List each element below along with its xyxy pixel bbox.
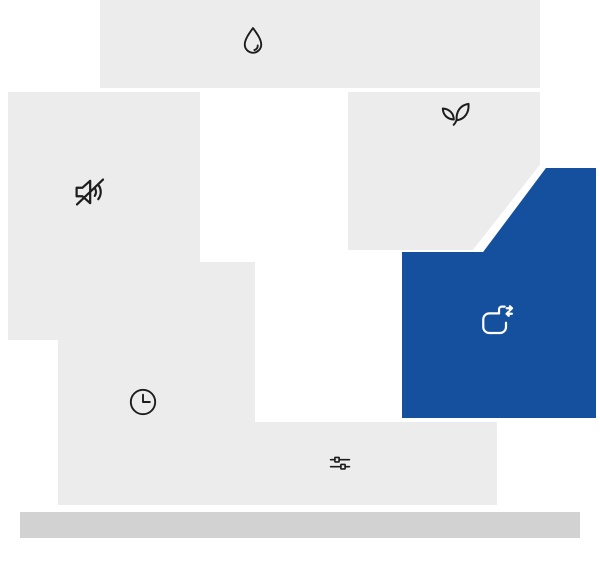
bottom-bar [20, 512, 580, 538]
tile-water-hardness[interactable] [100, 0, 540, 88]
sliders-icon [325, 448, 355, 478]
tile-settings[interactable] [58, 422, 497, 505]
speaker-muted-icon [68, 170, 112, 214]
leaves-icon [435, 93, 475, 133]
water-drop-icon [234, 23, 272, 61]
tap-arrows-icon [473, 300, 517, 344]
clock-icon [124, 383, 162, 421]
